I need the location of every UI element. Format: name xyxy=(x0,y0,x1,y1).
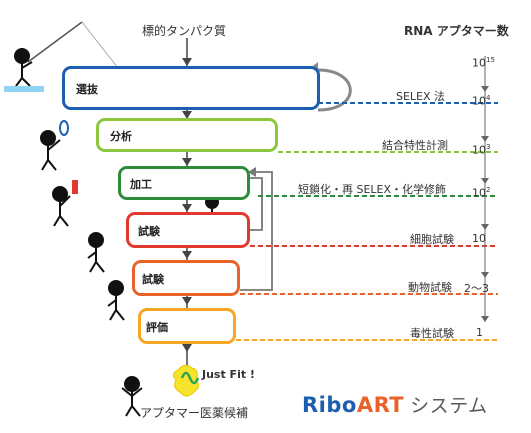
feedback-loop-cell xyxy=(248,177,263,231)
final-target-protein-icon xyxy=(172,364,200,397)
stage-label-modification: 加工 xyxy=(130,178,152,191)
stage-label-cell-test: 試験 xyxy=(138,225,160,238)
flow-arrowhead xyxy=(182,58,192,66)
stage-box-modification xyxy=(118,166,250,200)
stage-box-evaluation xyxy=(138,308,236,344)
stage-label-selection: 選抜 xyxy=(76,83,98,96)
method-label-modification: 短鎖化・再 SELEX・化学修飾 xyxy=(298,183,447,196)
count-axis-arrowhead xyxy=(481,316,489,322)
count-label: 10 xyxy=(472,232,486,245)
method-label-animal-test: 動物試験 xyxy=(408,281,452,294)
aptamer-candidate-label: アプタマー医薬候補 xyxy=(140,406,249,420)
feedback-loop-animal xyxy=(240,171,273,291)
count-label: 102 xyxy=(472,186,491,200)
stick-figure-icon xyxy=(107,280,125,321)
method-label-toxicity: 毒性試験 xyxy=(410,327,454,340)
stage-box-analysis xyxy=(96,118,278,152)
logo-ribo-text: Ribo xyxy=(302,393,357,417)
count-label: 104 xyxy=(472,94,491,108)
stick-figure-icon xyxy=(121,376,143,417)
method-label-cell-test: 細胞試験 xyxy=(410,233,454,246)
stage-box-cell-test xyxy=(126,212,250,248)
stick-figure-icon xyxy=(87,232,105,273)
fishing-pole-icon xyxy=(27,21,83,63)
magnifier-icon xyxy=(59,120,69,136)
stick-figure-icon xyxy=(40,130,61,171)
count-axis-arrowhead xyxy=(481,224,489,230)
flask-icon xyxy=(72,180,78,194)
just-fit-label: Just Fit ! xyxy=(202,368,255,381)
count-axis-arrowhead xyxy=(481,86,489,92)
flow-arrowhead xyxy=(182,297,192,305)
recycle-arrow-icon xyxy=(317,68,352,112)
count-label: 103 xyxy=(472,143,491,157)
count-label: 2〜3 xyxy=(464,282,489,295)
stage-label-analysis: 分析 xyxy=(110,130,132,143)
stage-label-animal-test: 試験 xyxy=(142,273,164,286)
count-axis-arrowhead xyxy=(481,136,489,142)
logo-system-text: システム xyxy=(410,395,488,417)
flow-arrowhead xyxy=(182,344,192,352)
flow-arrowhead xyxy=(182,158,192,166)
count-label: 1015 xyxy=(472,56,495,70)
stage-box-animal-test xyxy=(132,260,240,296)
stage-label-evaluation: 評価 xyxy=(146,321,168,334)
count-axis-arrowhead xyxy=(481,178,489,184)
feedback-arrowhead xyxy=(248,167,256,177)
flow-arrowhead xyxy=(182,204,192,212)
count-axis-arrowhead xyxy=(481,272,489,278)
stage-box-selection xyxy=(62,66,320,110)
aptamer-count-header: RNA アプタマー数 xyxy=(404,24,509,38)
final-aptamer-icon xyxy=(180,371,200,385)
flow-arrowhead xyxy=(182,111,192,119)
count-label: 1 xyxy=(476,326,483,339)
stick-figure-icon xyxy=(52,186,71,227)
method-label-selex: SELEX 法 xyxy=(396,90,446,103)
target-protein-label: 標的タンパク質 xyxy=(142,24,227,38)
method-label-binding: 結合特性計測 xyxy=(382,139,448,152)
ice-platform-icon xyxy=(4,86,44,92)
logo-art-text: ART xyxy=(356,393,405,417)
fishing-line-icon xyxy=(81,21,119,69)
stick-figure-icon xyxy=(14,48,33,87)
flow-arrowhead xyxy=(182,251,192,259)
